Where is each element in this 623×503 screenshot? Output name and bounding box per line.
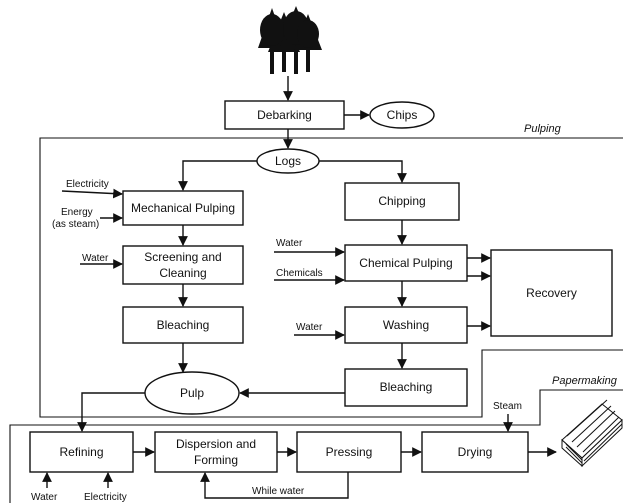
logs-label: Logs [275,154,301,168]
screening-label-line1: Screening and [144,250,221,264]
chips-node [369,101,435,129]
trees-icon [258,6,322,74]
water-input-refining-label: Water [31,492,58,503]
pressing-label: Pressing [326,445,373,459]
water-input-washing-label: Water [296,322,323,333]
arrow-pulp-to-refining [77,392,145,432]
arrow-white-water-loop [200,472,349,499]
dispersion-label-line2: Forming [194,453,238,467]
papermaking-section-label: Papermaking [552,375,618,387]
chips-label: Chips [387,108,418,122]
chemical-pulping-label: Chemical Pulping [359,256,452,270]
screening-label-line2: Cleaning [159,266,206,280]
energy-input-sublabel: (as steam) [52,219,99,230]
mechanical-pulping-box [122,190,244,226]
paper-stack-icon [561,399,623,468]
pulping-section-frame [39,137,623,418]
bleaching-mechanical-box [122,306,244,344]
pulp-label: Pulp [180,386,204,400]
chemicals-input-label: Chemicals [276,268,323,279]
arrow-electricity-input [61,188,123,199]
drying-box [421,431,529,473]
bleaching-chemical-label: Bleaching [380,380,433,394]
debarking-label: Debarking [257,108,312,122]
pulping-section-label: Pulping [524,123,562,135]
debarking-box [224,100,345,130]
refining-label: Refining [59,445,103,459]
water-input-screening-label: Water [82,253,109,264]
electricity-input-label: Electricity [66,179,109,190]
refining-box [29,431,134,473]
arrow-logs-to-mechanical [178,160,257,191]
chemical-pulping-box [344,244,468,282]
chipping-box [344,182,460,221]
recovery-box [490,249,613,337]
washing-box [344,306,468,344]
white-water-label: While water [252,486,305,497]
recovery-label: Recovery [526,286,577,300]
water-input-chemical-label: Water [276,238,303,249]
papermaking-section-frame [9,389,623,503]
drying-label: Drying [458,445,493,459]
bleaching-chemical-box [344,368,468,407]
mechanical-pulping-label: Mechanical Pulping [131,201,235,215]
pressing-box [296,431,402,473]
dispersion-forming-box [154,431,278,473]
energy-input-label: Energy [61,207,93,218]
bleaching-mechanical-label: Bleaching [157,318,210,332]
steam-input-label: Steam [493,401,522,412]
washing-label: Washing [383,318,429,332]
dispersion-label-line1: Dispersion and [176,437,256,451]
arrow-logs-to-chipping [319,160,407,183]
electricity-input-refining-label: Electricity [84,492,127,503]
chipping-label: Chipping [378,194,425,208]
